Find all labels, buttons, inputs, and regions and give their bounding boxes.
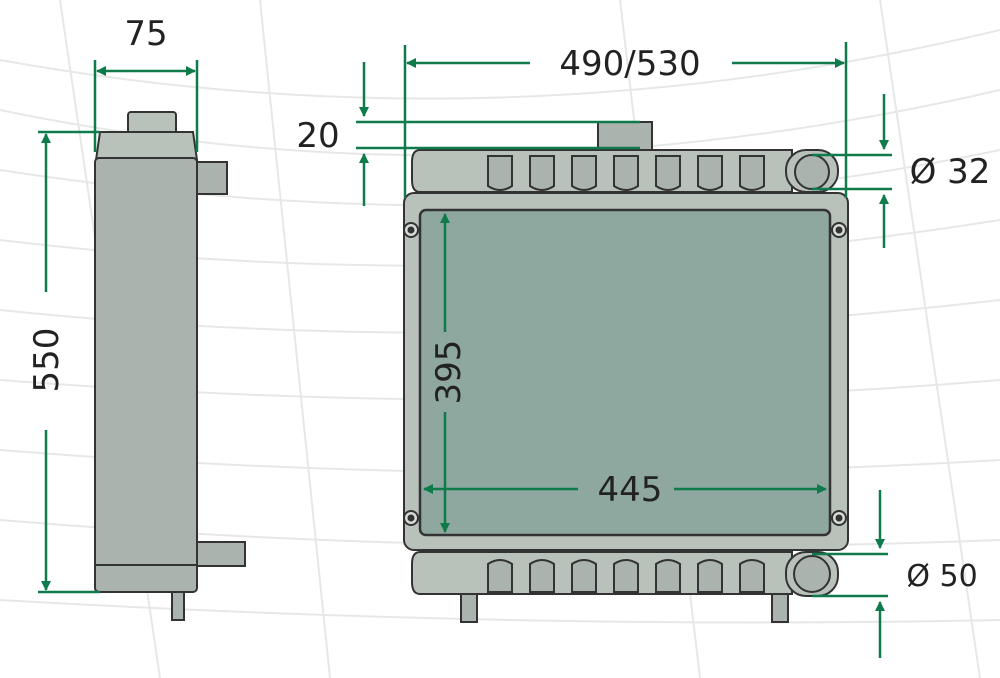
side-body bbox=[94, 157, 198, 593]
front-view: 490/530 20 395 445 Ø 32 Ø 50 bbox=[296, 42, 990, 658]
front-right-foot bbox=[771, 593, 789, 623]
lower-hose-diameter-label: Ø 50 bbox=[906, 559, 977, 594]
core-width-label: 445 bbox=[598, 470, 663, 510]
upper-hose-diameter-label: Ø 32 bbox=[910, 152, 991, 192]
core-height-label: 395 bbox=[429, 340, 469, 405]
side-upper-outlet bbox=[196, 161, 228, 195]
front-upper-hose-outlet bbox=[794, 154, 830, 190]
side-lower-outlet bbox=[196, 541, 246, 567]
side-filler-cap bbox=[127, 111, 177, 135]
side-view: 75 550 bbox=[27, 14, 246, 621]
top-offset-label: 20 bbox=[296, 116, 339, 156]
front-top-tank bbox=[411, 149, 793, 193]
front-top-fins bbox=[487, 155, 765, 191]
side-bottom-mount bbox=[171, 591, 185, 621]
overall-width-label: 490/530 bbox=[559, 44, 700, 84]
side-width-label: 75 bbox=[124, 14, 167, 54]
side-top-tank bbox=[94, 131, 199, 161]
side-height-label: 550 bbox=[27, 328, 67, 393]
front-bottom-tank bbox=[411, 551, 793, 595]
front-lower-hose-outlet bbox=[793, 555, 831, 593]
front-mounting-bolts bbox=[403, 222, 847, 526]
front-core bbox=[418, 208, 832, 537]
front-bottom-fins bbox=[487, 559, 765, 593]
front-left-foot bbox=[460, 593, 478, 623]
